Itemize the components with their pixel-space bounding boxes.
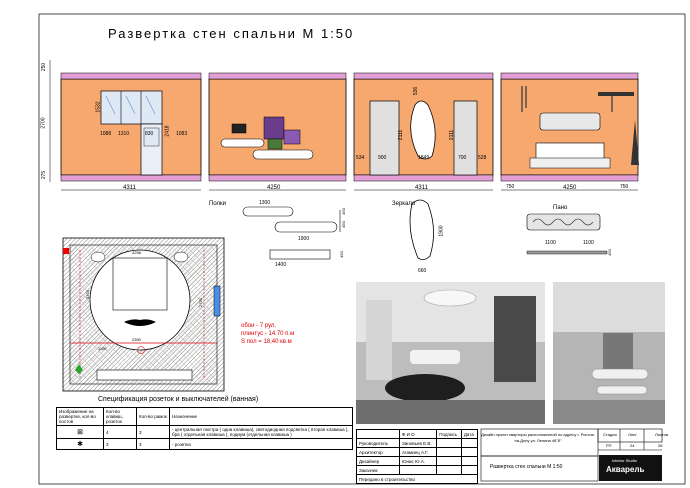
panel-dim: 1100 (583, 240, 594, 246)
mirror-detail (409, 199, 434, 260)
wall1-dim: 1083 (176, 131, 188, 137)
stamp-stage: РП (606, 443, 612, 448)
wall3-dim: 2111 (398, 129, 405, 141)
spec-purpose: - центральная люстра ( одна клавиша), св… (169, 425, 353, 439)
wall1-dim: 830 (145, 131, 154, 137)
stamp-col: Подпись (436, 429, 462, 439)
studio-logo: Акварель (606, 465, 645, 474)
wall3-dim: 1849 (418, 155, 430, 161)
floor-plan (62, 237, 225, 392)
mirror-dim: 660 (418, 268, 427, 274)
shelves-dim: 1400 (275, 262, 287, 268)
spec-keys: 3 (103, 438, 137, 450)
panel-detail (526, 213, 608, 255)
wall1-dim: 1088 (100, 131, 112, 137)
plan-note: плинтус - 14.70 п.м (241, 331, 295, 337)
render-photos (356, 282, 665, 424)
wall2-width: 4250 (267, 185, 281, 191)
stamp-col: Дата (460, 429, 479, 439)
table-row: ✱ 3 3 - розетка (56, 438, 353, 450)
wall3-dim: 534 (356, 155, 365, 161)
stamp-role: Заказчик (356, 465, 400, 475)
stamp-sheet-name: Развертка стен спальни М 1:50 (490, 464, 563, 470)
stamp-sheets-label: Листов (655, 432, 668, 437)
shelves-dim: 450 (340, 208, 346, 215)
spec-title: Спецификация розеток и выключателей (ван… (98, 396, 259, 403)
wall3-dim: 700 (458, 155, 467, 161)
stamp-role: Архитектор (356, 447, 400, 457)
table-row: ⊠ 4 3 - центральная люстра ( одна клавиш… (56, 425, 353, 439)
height-bottom: 275 (41, 170, 48, 180)
wall3-dim: 2111 (449, 129, 456, 141)
wall1-dim: 2418 (164, 125, 171, 137)
spec-symbol: ⊠ (56, 425, 104, 439)
mirror-label: Зеркало (392, 201, 416, 207)
mirror-dim: 1900 (438, 225, 445, 237)
spec-purpose: - розетка (169, 438, 353, 450)
plan-dim: 4258 (132, 250, 141, 255)
page-title: Развертка стен спальни М 1:50 (108, 26, 355, 41)
spec-keys: 4 (103, 425, 137, 439)
panel-dim: 1100 (545, 240, 556, 246)
stamp-name: Юнис Ю.А. (398, 456, 438, 466)
stamp-col: Ф И О (398, 429, 438, 439)
panel-label: Пано (553, 205, 568, 211)
spec-symbol: ✱ (56, 438, 104, 450)
plan-note: S пол = 18,40 кв.м (241, 339, 292, 345)
stamp-role: Руководитель (356, 438, 400, 448)
spec-header: Назначение (169, 407, 353, 426)
stamp-sheets: 26 (658, 443, 663, 448)
stamp-sheet-label: Лист (628, 432, 637, 437)
studio-small: Interior Studio (612, 458, 637, 463)
spec-table: Изображение на развертке, кол-во постов … (56, 407, 353, 450)
wall3-dim: 900 (378, 155, 387, 161)
wall4-dim: 750 (506, 184, 515, 190)
wall4-dim: 750 (620, 184, 629, 190)
wall4-width: 4250 (563, 185, 577, 191)
spec-frames: 3 (136, 425, 170, 439)
shelves-dim: 450 (340, 221, 346, 228)
wall3-dim: 528 (478, 155, 487, 161)
shelves-dim: 450 (338, 251, 344, 258)
wall1-width: 4311 (123, 185, 136, 191)
wall3-dim: 536 (413, 86, 420, 96)
stamp-project: Дизайн проект квартиры расположенной по … (481, 432, 595, 443)
height-top: 250 (41, 62, 48, 72)
table-row: Заказчик (356, 465, 479, 475)
shelves-dim: 1300 (259, 200, 271, 206)
stamp-role: Дизайнер (356, 456, 400, 466)
plan-note: обои - 7 рул. (241, 323, 277, 329)
spec-frames: 3 (136, 438, 170, 450)
stamp-sheet: 24 (630, 443, 635, 448)
stamp-role: Передано в строительство (356, 474, 478, 484)
shelves-detail (242, 206, 341, 260)
wall-elevations (60, 72, 639, 182)
shelves-label: Полки (209, 201, 226, 207)
plan-dim: 2350 (132, 337, 141, 342)
wall3-width: 4311 (415, 185, 428, 191)
stamp-name: Зиновьев Е.В. (398, 438, 438, 448)
table-row: Передано в строительство (356, 474, 478, 484)
panel-dim: 450 (606, 249, 612, 256)
spec-header: Кол-во рамок (136, 407, 170, 426)
stamp-name: Агамиец А.Г. (398, 447, 438, 457)
shelves-dim: 1900 (298, 236, 310, 242)
stamp-stage-label: Стадия (603, 432, 617, 437)
spec-header: Кол-во клавиш, розеток (103, 407, 137, 426)
stamp-name (398, 465, 438, 475)
plan-dim: 1100 (98, 346, 107, 351)
wall1-dim: 1310 (118, 131, 130, 137)
wall1-dim: 1532 (95, 101, 102, 113)
spec-header: Изображение на развертке, кол-во постов (56, 407, 104, 426)
plan-dim: 3370 (84, 290, 90, 299)
height-main: 2700 (40, 117, 47, 129)
plan-dim: 2750 (197, 298, 203, 307)
